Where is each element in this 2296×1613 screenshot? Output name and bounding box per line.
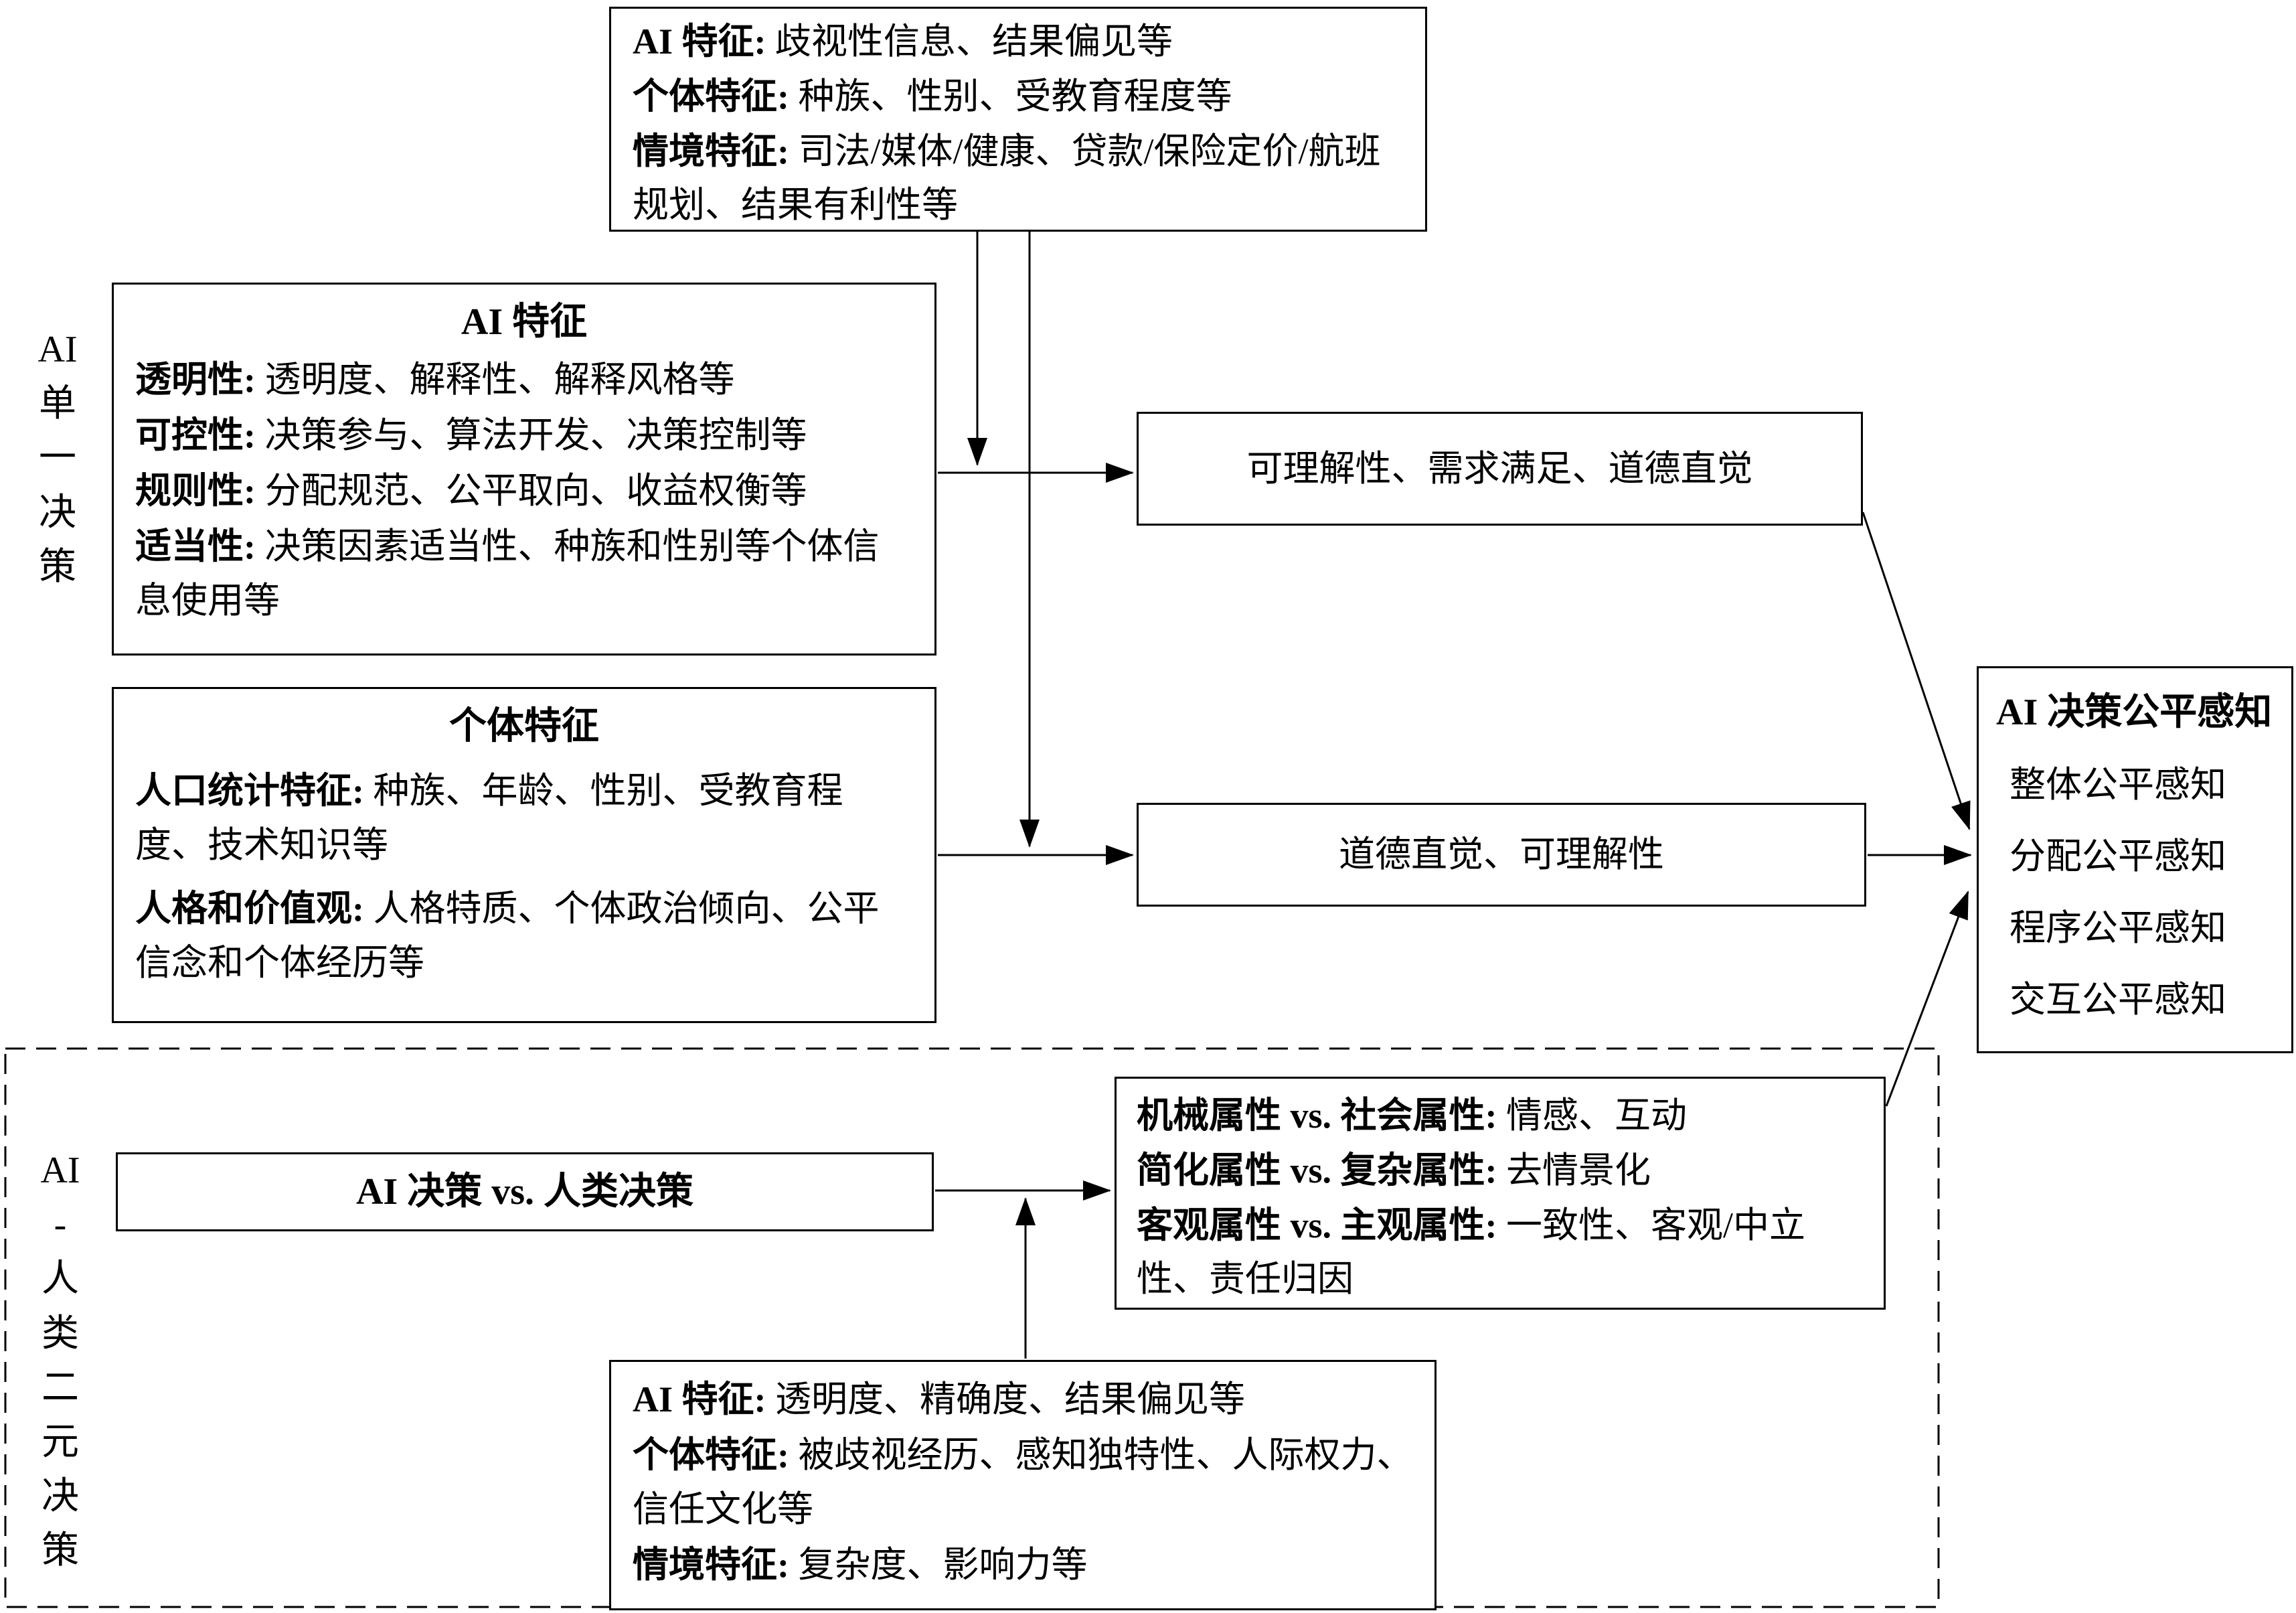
line-label: 机械属性 vs. 社会属性: xyxy=(1137,1095,1497,1136)
section-label-row: 类 xyxy=(42,1312,79,1355)
line-text: 去情景化 xyxy=(1497,1150,1651,1190)
line-label: AI 特征: xyxy=(633,1379,766,1419)
line-text: 透明度、解释性、解释风格等 xyxy=(255,360,735,400)
outcome-box: AI 决策公平感知 整体公平感知 分配公平感知 程序公平感知 交互公平感知 xyxy=(1977,666,2293,1053)
section-label-row: 策 xyxy=(39,546,76,588)
moderator-line: 情境特征: 复杂度、影响力等 xyxy=(633,1538,1413,1592)
section-label-ai-human-binary-decision: AI - 人 类 二 元 决 策 xyxy=(20,1144,100,1579)
outcome-item: 程序公平感知 xyxy=(2010,908,2226,948)
ai-features-box: AI 特征 透明性: 透明度、解释性、解释风格等 可控性: 决策参与、算法开发、… xyxy=(112,283,936,656)
outcome-item: 分配公平感知 xyxy=(2010,836,2226,876)
line-text: 决策参与、算法开发、决策控制等 xyxy=(255,415,807,455)
individual-features-box: 个体特征 人口统计特征: 种族、年龄、性别、受教育程度、技术知识等 人格和价值观… xyxy=(112,687,936,1023)
line-text: 情感、互动 xyxy=(1497,1095,1687,1136)
line-text: 分配规范、公平取向、收益权衡等 xyxy=(255,471,807,511)
feature-line: 可控性: 决策参与、算法开发、决策控制等 xyxy=(135,408,913,463)
feature-line: 人口统计特征: 种族、年龄、性别、受教育程度、技术知识等 xyxy=(135,764,913,872)
line-text: 种族、性别、受教育程度等 xyxy=(789,76,1232,117)
mediator2-box: 道德直觉、可理解性 xyxy=(1137,803,1866,907)
moderator-line: 个体特征: 种族、性别、受教育程度等 xyxy=(633,70,1404,124)
section-label-row: 元 xyxy=(42,1421,79,1463)
section-label-row: 策 xyxy=(42,1530,79,1572)
feature-line: 透明性: 透明度、解释性、解释风格等 xyxy=(135,353,913,407)
ai-vs-human-box: AI 决策 vs. 人类决策 xyxy=(116,1152,934,1231)
section-label-row: 决 xyxy=(39,491,76,534)
line-text: 透明度、精确度、结果偏见等 xyxy=(766,1379,1245,1419)
feature-line: 人格和价值观: 人格特质、个体政治倾向、公平信念和个体经历等 xyxy=(135,882,913,990)
moderator-line: 情境特征: 司法/媒体/健康、贷款/保险定价/航班规划、结果有利性等 xyxy=(633,125,1404,232)
bottom-moderators-box: AI 特征: 透明度、精确度、结果偏见等 个体特征: 被歧视经历、感知独特性、人… xyxy=(609,1360,1437,1610)
arrow-attributes-to-outcome xyxy=(1885,891,1969,1107)
section-label-row: 决 xyxy=(42,1476,79,1518)
section-label-row: 一 xyxy=(39,437,76,479)
line-label: 规则性: xyxy=(135,471,256,511)
moderator-line: AI 特征: 歧视性信息、结果偏见等 xyxy=(633,15,1404,69)
line-text: 种族、年龄、性别、受教育程度、技术知识等 xyxy=(135,771,843,865)
top-moderators-box: AI 特征: 歧视性信息、结果偏见等 个体特征: 种族、性别、受教育程度等 情境… xyxy=(609,7,1427,232)
line-text: 被歧视经历、感知独特性、人际权力、信任文化等 xyxy=(633,1435,1413,1529)
section-label-row: 二 xyxy=(42,1367,79,1409)
section-label-row: 人 xyxy=(42,1258,79,1300)
section-label-ai-single-decision: AI 单 一 决 策 xyxy=(17,323,98,595)
attributes-box: 机械属性 vs. 社会属性: 情感、互动 简化属性 vs. 复杂属性: 去情景化… xyxy=(1115,1077,1886,1310)
outcome-item: 交互公平感知 xyxy=(2010,980,2226,1020)
outcome-item: 整体公平感知 xyxy=(2010,765,2226,805)
line-label: 适当性: xyxy=(135,526,256,566)
line-text: 人格特质、个体政治倾向、公平信念和个体经历等 xyxy=(135,889,880,983)
line-label: 人口统计特征: xyxy=(135,771,364,811)
feature-line: 适当性: 决策因素适当性、种族和性别等个体信息使用等 xyxy=(135,520,913,628)
arrow-mediator1-to-outcome xyxy=(1862,512,1971,830)
line-text: 歧视性信息、结果偏见等 xyxy=(766,21,1173,62)
line-label: 个体特征: xyxy=(633,1435,789,1475)
mediator2-text: 道德直觉、可理解性 xyxy=(1339,834,1664,874)
section-label-row: - xyxy=(54,1204,67,1246)
attribute-line: 简化属性 vs. 复杂属性: 去情景化 xyxy=(1137,1144,1864,1198)
mediator1-box: 可理解性、需求满足、道德直觉 xyxy=(1137,412,1863,526)
line-label: 透明性: xyxy=(135,360,256,400)
section-label-row: AI xyxy=(37,329,78,370)
line-text: 一致性、客观/中立性、责任归因 xyxy=(1137,1205,1806,1299)
box-title: AI 特征 xyxy=(461,301,588,343)
line-text: 司法/媒体/健康、贷款/保险定价/航班规划、结果有利性等 xyxy=(633,131,1381,225)
line-label: 客观属性 vs. 主观属性: xyxy=(1137,1205,1497,1245)
section-label-row: AI xyxy=(40,1150,80,1191)
mediator1-text: 可理解性、需求满足、道德直觉 xyxy=(1246,448,1753,489)
vs-title: AI 决策 vs. 人类决策 xyxy=(355,1171,694,1213)
line-label: 情境特征: xyxy=(633,131,789,171)
line-text: 决策因素适当性、种族和性别等个体信息使用等 xyxy=(135,526,880,621)
section-label-row: 单 xyxy=(39,383,76,425)
line-label: 个体特征: xyxy=(633,76,789,117)
box-title: 个体特征 xyxy=(449,706,599,747)
line-label: 可控性: xyxy=(135,415,256,455)
line-label: 人格和价值观: xyxy=(135,889,364,929)
moderator-line: AI 特征: 透明度、精确度、结果偏见等 xyxy=(633,1373,1413,1427)
line-label: 简化属性 vs. 复杂属性: xyxy=(1137,1150,1497,1190)
line-label: AI 特征: xyxy=(633,21,766,62)
moderator-line: 个体特征: 被歧视经历、感知独特性、人际权力、信任文化等 xyxy=(633,1428,1413,1537)
attribute-line: 机械属性 vs. 社会属性: 情感、互动 xyxy=(1137,1089,1864,1143)
feature-line: 规则性: 分配规范、公平取向、收益权衡等 xyxy=(135,464,913,518)
line-label: 情境特征: xyxy=(633,1545,789,1585)
outcome-title: AI 决策公平感知 xyxy=(1996,692,2273,733)
attribute-line: 客观属性 vs. 主观属性: 一致性、客观/中立性、责任归因 xyxy=(1137,1199,1864,1306)
line-text: 复杂度、影响力等 xyxy=(789,1545,1088,1585)
